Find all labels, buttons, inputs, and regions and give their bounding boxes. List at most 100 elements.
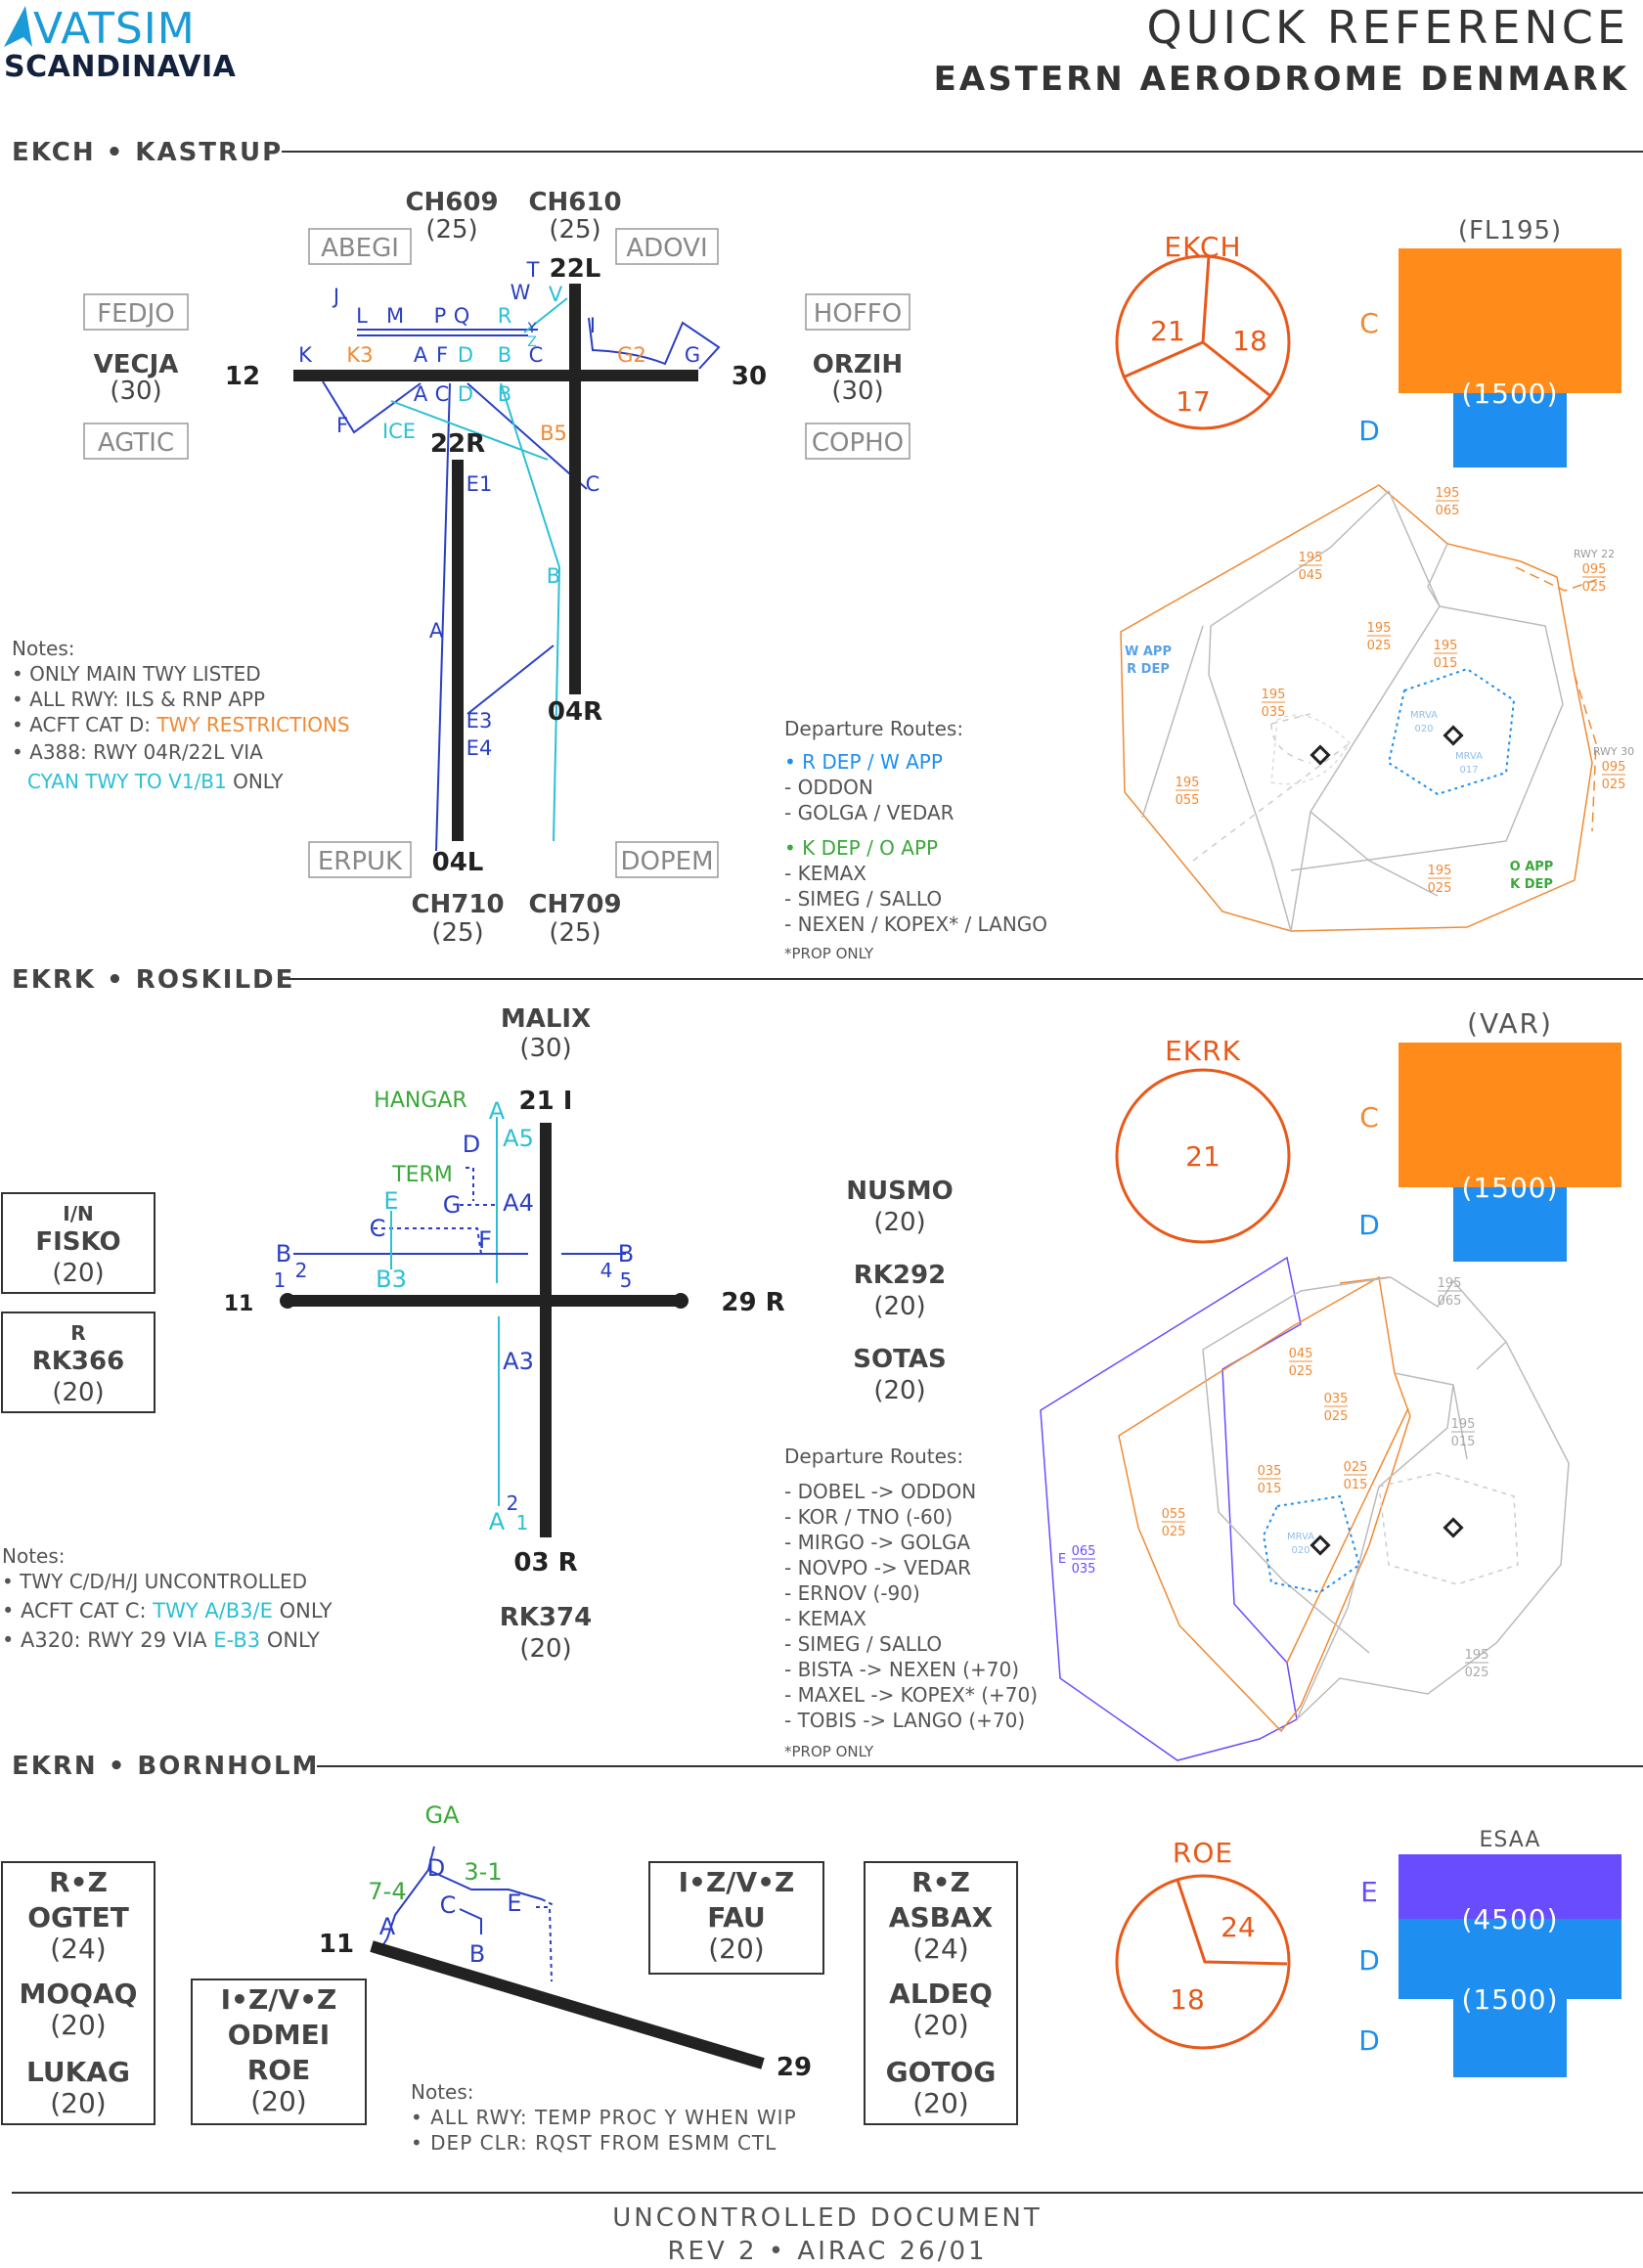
section-title-ekrn: EKRN • BORNHOLM (12, 1752, 319, 1781)
mrva-area (1262, 1494, 1361, 1594)
map-label: MRVA (1455, 751, 1483, 762)
fix-box-fisko (1, 1192, 155, 1294)
fix-abegi: ABEGI (321, 234, 399, 263)
class-d-upper-label: D (1358, 1944, 1380, 1977)
map-label: 195 (1176, 776, 1200, 790)
map-gray-boundaries (1202, 1276, 1570, 1720)
fix-lukag-alt: (20) (50, 2087, 106, 2119)
twy-e1: E1 (466, 472, 493, 496)
ekrn-fix-box-4: R•Z ASBAX (24) ALDEQ (20) GOTOG (20) (864, 1861, 1018, 2125)
departure-item: - MAXEL -> KOPEX* (+70) (784, 1683, 1038, 1707)
ekch-airspace-circle: EKCH 21 18 17 (1115, 231, 1291, 430)
sector-dividers (1176, 1879, 1288, 1966)
fix-dopem: DOPEM (620, 847, 713, 876)
map-label: 020 (1291, 1545, 1310, 1556)
twy-d: D (463, 1131, 480, 1158)
map-label: 025 (1162, 1525, 1186, 1539)
fix-orzih-alt: (30) (831, 377, 883, 406)
map-label: 195 (1436, 486, 1460, 501)
fix-asbax-alt: (24) (912, 1933, 968, 1965)
class-d-block (1453, 1187, 1567, 1262)
fix-aldeq-alt: (20) (912, 2009, 968, 2041)
note-text: ONLY (273, 1599, 333, 1623)
runway-label-04l: 04L (432, 848, 484, 877)
twy-b3: B3 (376, 1266, 407, 1293)
map-label: 025 (1324, 1409, 1349, 1424)
twy-e4: E4 (466, 736, 493, 760)
class-c-block (1399, 248, 1621, 393)
fix-box-dopem (615, 841, 719, 878)
departure-item: - NOVPO -> VEDAR (784, 1556, 971, 1579)
twy-i: I (590, 314, 596, 337)
map-label: MRVA (1410, 710, 1438, 721)
runway-label-21: 21 I (519, 1087, 573, 1116)
fix-box-rk366 (1, 1312, 155, 1413)
airspace-top: (VAR) (1467, 1007, 1553, 1040)
logo-line-2: SCANDINAVIA (4, 50, 237, 84)
fix-rk374-alt: (20) (519, 1634, 571, 1664)
ekrk-section: EKRK • ROSKILDE MALIX (30) I/N FISKO (20… (1, 965, 1643, 1761)
fix-vecja: VECJA (94, 350, 179, 379)
fix-fedjo: FEDJO (97, 299, 175, 329)
departure-item: - TOBIS -> LANGO (+70) (784, 1709, 1025, 1732)
ekch-taxiway-lines (322, 297, 721, 852)
ekrk-departure-routes: Departure Routes: - DOBEL -> ODDON - KOR… (784, 1445, 1038, 1760)
runway-label-29: 29 (777, 2053, 812, 2082)
departure-footnote: *PROP ONLY (784, 945, 874, 962)
footer-line-1: UNCONTROLLED DOCUMENT (612, 2203, 1043, 2233)
twy-a-north: A (414, 343, 428, 367)
twy-a-south: A (429, 619, 444, 643)
fix-box-abegi (308, 228, 412, 265)
notes-heading: Notes: (2, 1544, 66, 1568)
map-label: RWY 22 (1574, 548, 1615, 560)
twy-4: 4 (600, 1259, 613, 1282)
map-label: O APP (1510, 860, 1554, 874)
fix-box (1, 1861, 155, 2125)
note-line: • ALL RWY: ILS & RNP APP (12, 688, 265, 711)
twy-term: TERM (391, 1163, 453, 1187)
map-label: 195 (1438, 1276, 1462, 1291)
fix-nusmo: NUSMO (846, 1177, 954, 1206)
twy-c-south: C (586, 472, 600, 496)
ekrk-runway-labels: 21 I 29 R 11 03 R (224, 1087, 785, 1578)
class-d-label: D (1358, 415, 1380, 447)
fix-ogtet: OGTET (27, 1901, 129, 1934)
runway-12-30 (293, 370, 698, 381)
runway-11-29 (370, 1940, 765, 2069)
twy-k3: K3 (346, 343, 373, 367)
fix-rk366-tag: R (70, 1321, 85, 1345)
fix-aldeq: ALDEQ (889, 1978, 993, 2010)
airport-marker-icon (1310, 744, 1331, 766)
map-gray-boundaries (1141, 490, 1564, 932)
twy-b-north: B (498, 343, 511, 367)
fix-lukag: LUKAG (26, 2056, 130, 2088)
twy-1-south: 1 (516, 1511, 529, 1534)
notes-heading: Notes: (411, 2080, 474, 2104)
twy-c: C (370, 1215, 386, 1242)
note-line: • ACFT CAT D: TWY RESTRICTIONS (12, 713, 350, 736)
ekch-map-labels: 195 065 195 045 195 025 195 015 195 035 … (1125, 486, 1634, 896)
fix-orzih: ORZIH (813, 350, 903, 379)
fix-ch609-alt: (25) (425, 215, 477, 245)
sector-circle (1115, 254, 1291, 430)
map-label: 095 (1602, 760, 1626, 775)
runway-04r-22l (569, 284, 581, 694)
fix-box-tag: I•Z/V•Z (679, 1866, 795, 1898)
map-label: K DEP (1510, 877, 1553, 892)
note-text: ONLY (260, 1628, 320, 1652)
sector-value: 18 (1170, 1983, 1205, 2016)
ekrn-fix-box-3: I•Z/V•Z FAU (20) (648, 1861, 824, 1975)
fix-box (191, 1979, 367, 2125)
map-gray-dashed (1378, 1472, 1519, 1585)
fix-ogtet-alt: (24) (50, 1933, 106, 1965)
twy-ice: ICE (382, 420, 416, 443)
twy-5: 5 (620, 1268, 633, 1292)
section-title-ekch: EKCH • KASTRUP (12, 138, 283, 167)
fix-box (648, 1861, 824, 1975)
fix-ch710: CH710 (411, 890, 504, 919)
twy-e: E (507, 1890, 521, 1917)
fix-ch710-alt: (25) (431, 918, 483, 948)
departure-item: - MIRGO -> GOLGA (784, 1531, 970, 1554)
note-text: • ACFT CAT D: (12, 713, 156, 736)
